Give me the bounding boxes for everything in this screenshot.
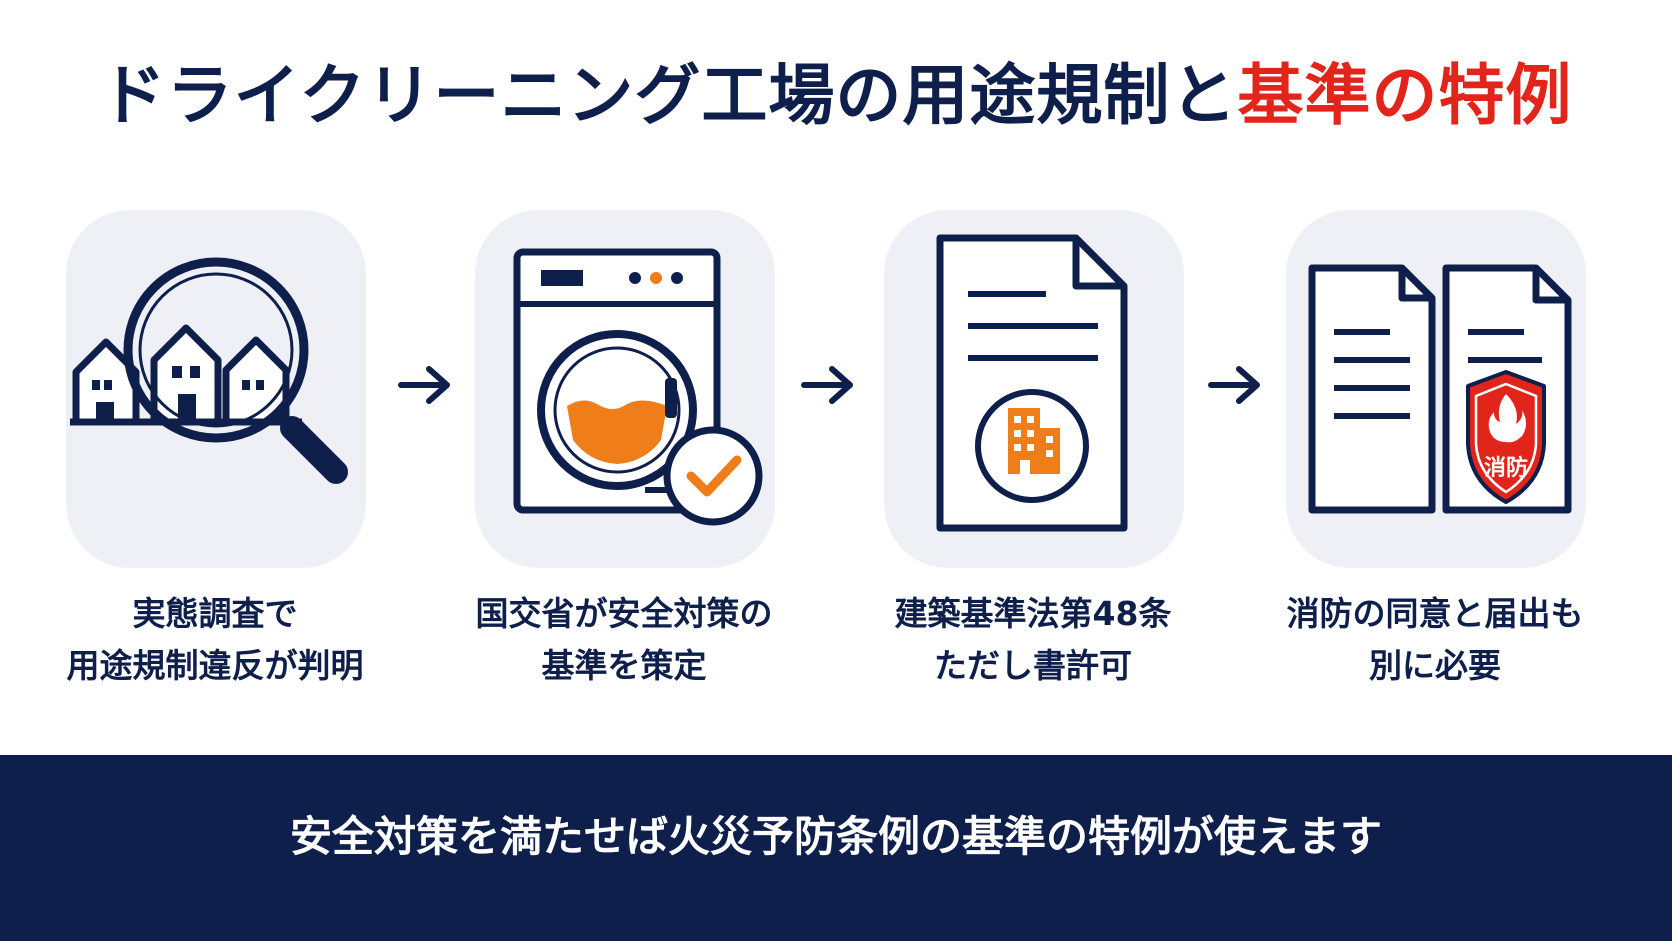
page-title: ドライクリーニング工場の用途規制と基準の特例 [0,42,1672,138]
arrow-right-icon [398,366,450,404]
step-4-caption: 消防の同意と届出も 別に必要 [1270,588,1600,692]
step-2-tile [475,210,775,568]
document-building-icon [936,234,1128,532]
footer-banner: 安全対策を満たせば火災予防条例の基準の特例が使えます [0,755,1672,941]
house-magnifier-icon [70,257,348,484]
step-3-caption-line2: ただし書許可 [934,646,1132,685]
fire-department-badge: 消防 [1483,456,1528,481]
title-highlight: 基準の特例 [1237,57,1573,134]
step-3-caption: 建築基準法第48条 ただし書許可 [868,588,1198,692]
step-4-caption-line2: 別に必要 [1369,646,1501,685]
step-1-caption-line1: 実態調査で [132,594,298,633]
footer-text: 安全対策を満たせば火災予防条例の基準の特例が使えます [289,812,1382,861]
step-1-caption-line2: 用途規制違反が判明 [66,646,364,685]
step-4-tile: 消防 [1286,210,1586,568]
documents-fire-shield-icon [1308,264,1572,514]
arrow-right-icon [1208,366,1260,404]
title-main: ドライクリーニング工場の用途規制と [99,57,1238,134]
process-flow: 実態調査で 用途規制違反が判明 [0,210,1672,685]
arrow-right-icon [801,366,853,404]
step-2-caption-line2: 基準を策定 [541,646,707,685]
step-3-caption-line1: 建築基準法第48条 [894,594,1172,633]
step-1-caption: 実態調査で 用途規制違反が判明 [50,588,380,692]
step-3-tile [884,210,1184,568]
step-1-tile [66,210,366,568]
step-4-caption-line1: 消防の同意と届出も [1286,594,1584,633]
step-2-caption-line1: 国交省が安全対策の [475,594,773,633]
step-2-caption: 国交省が安全対策の 基準を策定 [459,588,789,692]
washing-machine-check-icon [513,248,763,526]
